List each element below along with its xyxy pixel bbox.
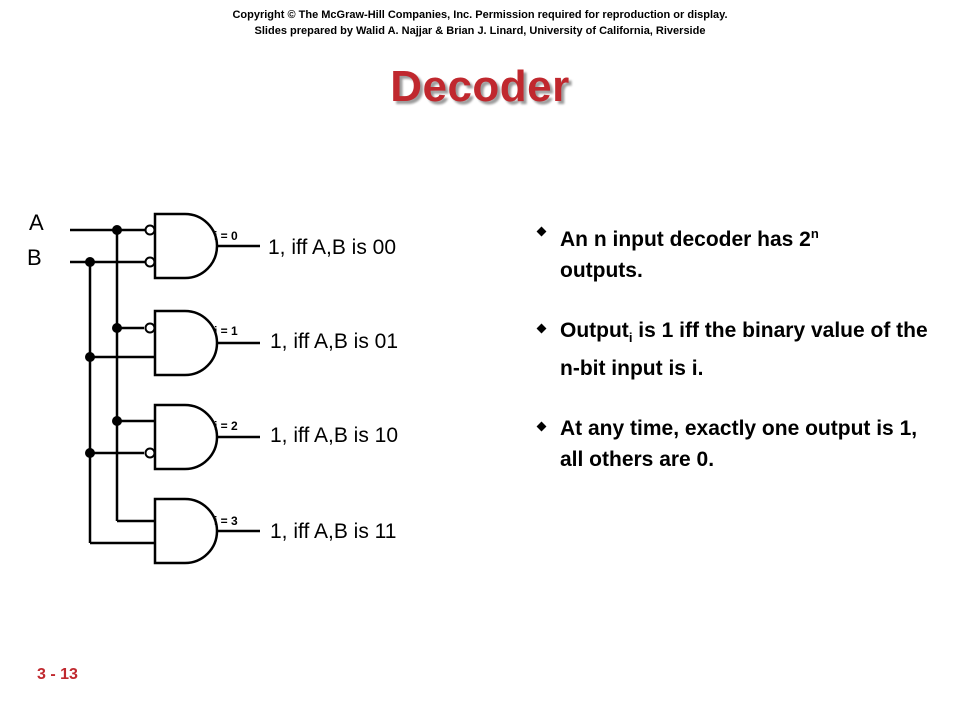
- junction-a-0: [112, 225, 122, 235]
- gate-output-label-0: 1, iff A,B is 00: [268, 236, 397, 259]
- bullet-item: At any time, exactly one output is 1, al…: [536, 413, 936, 475]
- junction-b-2: [85, 448, 95, 458]
- copyright-line-1: Copyright © The McGraw-Hill Companies, I…: [232, 9, 728, 21]
- input-label-a: A: [29, 210, 44, 235]
- and-gate-0: [153, 212, 219, 280]
- inverter-bubble-gate2-b: [144, 447, 156, 459]
- inverter-bubble-gate1-a: [144, 322, 156, 334]
- gate-output-label-1: 1, iff A,B is 01: [270, 330, 399, 353]
- gate-index-label-3: i = 3: [214, 514, 238, 528]
- slide-title: Decoder: [390, 62, 570, 111]
- bullet-item: An n input decoder has 2n outputs.: [536, 218, 936, 286]
- and-gate-2: [153, 403, 219, 471]
- and-gate-3: [153, 497, 219, 565]
- gate-output-label-3: 1, iff A,B is 11: [270, 520, 397, 543]
- slide-number: 3 - 13: [37, 666, 78, 683]
- copyright-line-2: Slides prepared by Walid A. Najjar & Bri…: [254, 25, 706, 37]
- junction-b-1: [85, 352, 95, 362]
- and-gate-1: [153, 309, 219, 377]
- gate-index-label-1: i = 1: [214, 324, 238, 338]
- diamond-bullet-icon: [536, 421, 547, 432]
- gate-index-label-0: i = 0: [214, 229, 238, 243]
- diamond-bullet-icon: [536, 323, 547, 334]
- junction-b-0: [85, 257, 95, 267]
- inverter-bubble-gate0-b: [144, 256, 156, 268]
- gate-index-label-2: i = 2: [214, 419, 238, 433]
- gate-output-label-2: 1, iff A,B is 10: [270, 424, 399, 447]
- inverter-bubble-gate0-a: [144, 224, 156, 236]
- diamond-bullet-icon: [536, 226, 547, 237]
- junction-a-1: [112, 323, 122, 333]
- bullet-list: An n input decoder has 2n outputs. Outpu…: [536, 218, 936, 504]
- bullet-item: Outputi is 1 iff the binary value of the…: [536, 315, 936, 384]
- input-label-b: B: [27, 245, 42, 270]
- junction-a-2: [112, 416, 122, 426]
